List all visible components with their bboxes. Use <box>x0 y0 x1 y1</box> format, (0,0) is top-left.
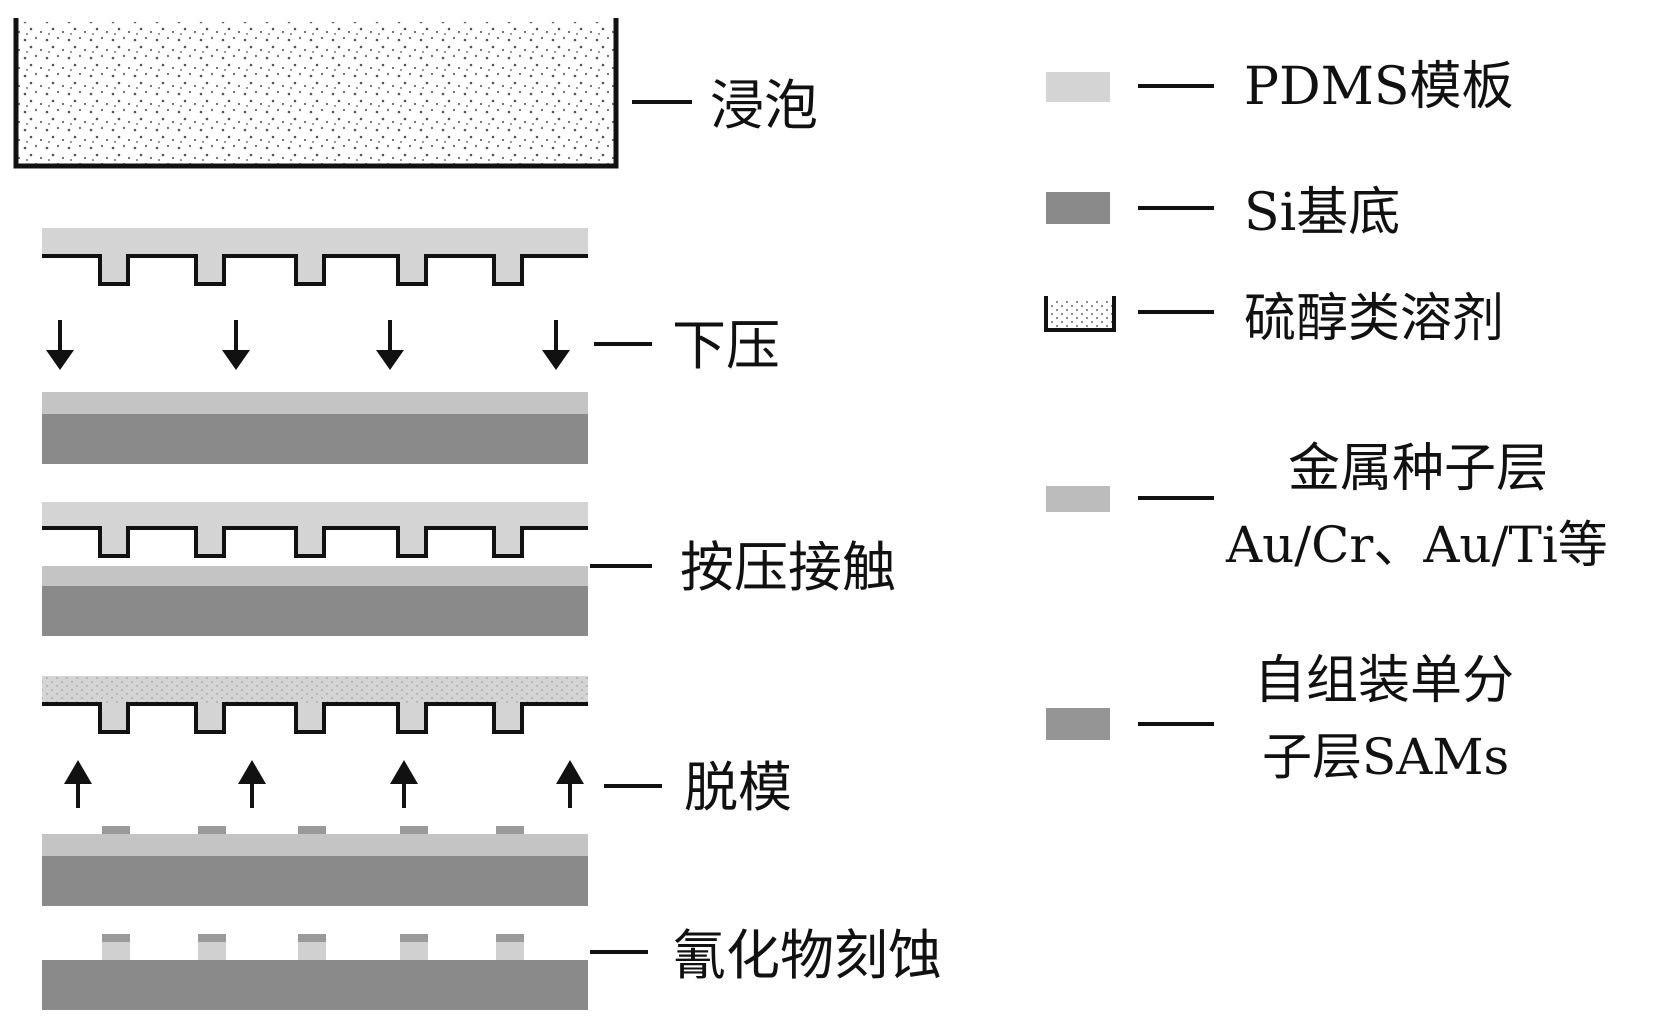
step-contact-label: 按压接触 <box>680 536 896 599</box>
step-press-down-label: 下压 <box>672 314 780 377</box>
arrow-down-icon <box>542 320 570 370</box>
legend-item-seed: 金属种子层 Au/Cr、Au/Ti等 <box>1046 439 1608 574</box>
thiol-swatch <box>1048 300 1112 328</box>
legend-item-sams: 自组装单分 子层SAMs <box>1046 651 1514 786</box>
arrow-up-icon <box>390 760 418 808</box>
pdms-stamp-1 <box>42 228 588 286</box>
legend: PDMS模板 Si基底 硫醇类溶剂 金属种子层 Au/Cr、Au/Ti等 自组装… <box>1044 57 1608 786</box>
legend-si-label: Si基底 <box>1244 183 1400 243</box>
pdms-swatch <box>1046 72 1110 102</box>
legend-seed-label-2: Au/Cr、Au/Ti等 <box>1225 516 1608 574</box>
legend-sams-label-2: 子层SAMs <box>1262 728 1509 786</box>
substrate-1 <box>42 392 588 464</box>
arrow-down-icon <box>222 320 250 370</box>
substrate-etched <box>42 934 588 1010</box>
arrow-up-icon <box>64 760 92 808</box>
arrow-down-icon <box>46 320 74 370</box>
legend-sams-label-1: 自组装单分 <box>1254 651 1514 711</box>
pdms-stamp-3 <box>42 676 588 734</box>
si-swatch <box>1046 192 1110 224</box>
pdms-stamp-2 <box>42 502 588 558</box>
substrate-3 <box>42 826 588 906</box>
legend-seed-label-1: 金属种子层 <box>1288 439 1548 499</box>
arrow-down-icon <box>376 320 404 370</box>
substrate-2 <box>42 566 588 636</box>
step-demold-label: 脱模 <box>684 756 792 819</box>
step-soak-label: 浸泡 <box>710 74 818 137</box>
soak-container <box>13 18 619 169</box>
seed-swatch <box>1046 486 1110 512</box>
arrow-up-icon <box>238 760 266 808</box>
legend-thiol-label: 硫醇类溶剂 <box>1244 289 1504 349</box>
arrow-up-icon <box>556 760 584 808</box>
step-etch-label: 氰化物刻蚀 <box>672 924 942 987</box>
legend-item-pdms: PDMS模板 <box>1046 57 1514 117</box>
legend-item-si: Si基底 <box>1046 183 1400 243</box>
legend-item-thiol: 硫醇类溶剂 <box>1044 289 1504 349</box>
legend-pdms-label: PDMS模板 <box>1244 57 1514 117</box>
sams-swatch <box>1046 708 1110 740</box>
